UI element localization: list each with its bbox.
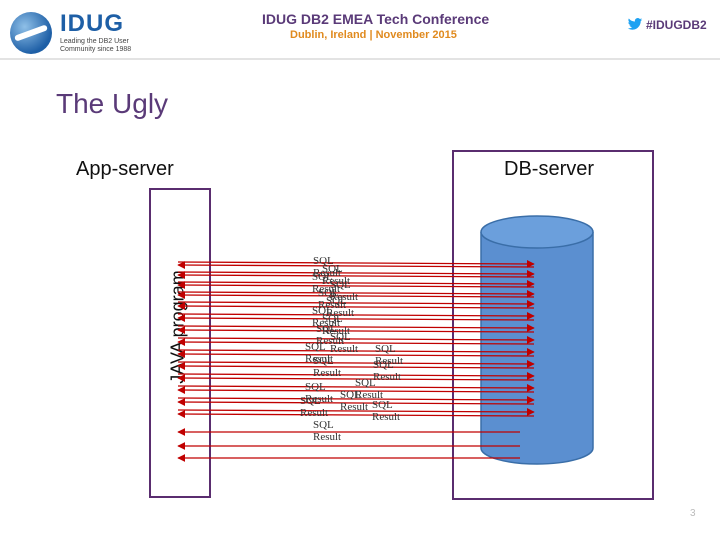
result-response-arrow: [177, 338, 535, 346]
result-label: Result: [313, 431, 341, 443]
result-response-arrow: [177, 291, 535, 299]
result-response-arrow: [177, 410, 535, 418]
result-label: Result: [326, 307, 354, 319]
sql-request-arrow: [177, 290, 535, 298]
app-server-label: App-server: [76, 158, 174, 180]
twitter-bird-icon: [627, 18, 643, 30]
logo-tagline-line-2: Community since 1988: [60, 46, 132, 53]
sql-request-arrow: [177, 360, 535, 368]
sql-request-arrow: [177, 270, 535, 278]
sql-label: SQL: [330, 331, 351, 343]
sql-request-arrow: [177, 372, 535, 380]
result-label: Result: [322, 325, 350, 337]
message-labels: SQLResultSQLResultSQLResultSQLResultSQLR…: [300, 255, 403, 443]
result-label: Result: [322, 275, 350, 287]
sql-label: SQL: [305, 381, 326, 393]
result-response-arrow: [177, 362, 535, 370]
conference-header: IDUG Leading the DB2 User Community sinc…: [0, 0, 720, 60]
idug-logo: IDUG Leading the DB2 User Community sinc…: [10, 10, 160, 54]
conference-title: IDUG DB2 EMEA Tech Conference: [262, 11, 490, 27]
result-label: Result: [312, 283, 340, 295]
result-label: Result: [330, 291, 358, 303]
result-label: Result: [312, 317, 340, 329]
sql-label: SQL: [322, 263, 343, 275]
logo-tagline: Leading the DB2 User Community since 198…: [60, 38, 170, 54]
result-label: Result: [340, 401, 368, 413]
result-label: Result: [313, 267, 341, 279]
database-body: [480, 232, 594, 465]
sql-label: SQL: [326, 295, 347, 307]
result-response-arrow: [177, 302, 535, 310]
result-label: Result: [330, 343, 358, 355]
result-label: Result: [355, 389, 383, 401]
sql-label: SQL: [373, 359, 394, 371]
sql-label: SQL: [318, 287, 339, 299]
sql-label: SQL: [372, 399, 393, 411]
sql-label: SQL: [312, 271, 333, 283]
result-response-arrow: [177, 374, 535, 382]
conference-location: Dublin, Ireland | November 2015: [290, 29, 457, 41]
result-response-arrow: [177, 261, 535, 269]
slide-title: The Ugly: [56, 88, 169, 119]
twitter-hashtag: #IDUGDB2: [627, 18, 707, 32]
sql-label: SQL: [313, 419, 334, 431]
sql-request-arrow: [177, 312, 535, 320]
sql-label: SQL: [322, 313, 343, 325]
sql-request-arrow: [177, 336, 535, 344]
page-number: 3: [690, 508, 696, 519]
result-label: Result: [305, 393, 333, 405]
result-label: Result: [305, 353, 333, 365]
sql-request-arrow: [177, 324, 535, 332]
result-label: Result: [375, 355, 403, 367]
sql-label: SQL: [300, 395, 321, 407]
result-response-arrow: [177, 271, 535, 279]
sql-label: SQL: [313, 355, 334, 367]
database-top: [480, 215, 594, 249]
sql-label: SQL: [355, 377, 376, 389]
logo-name: IDUG: [60, 10, 124, 37]
sql-arrows: [177, 260, 535, 462]
java-program-box: [149, 188, 211, 498]
result-response-arrow: [177, 350, 535, 358]
result-label: Result: [373, 371, 401, 383]
sql-label: SQL: [312, 305, 333, 317]
sql-request-arrow: [177, 300, 535, 308]
result-response-arrow: [177, 326, 535, 334]
sql-label: SQL: [316, 323, 337, 335]
database-cylinder: [480, 215, 594, 465]
result-response-arrow: [177, 281, 535, 289]
sql-request-arrow: [177, 408, 535, 416]
sql-request-arrow: [177, 348, 535, 356]
header-divider: [0, 58, 720, 60]
globe-icon: [10, 12, 52, 54]
result-response-arrow: [177, 386, 535, 394]
db-server-label: DB-server: [504, 158, 595, 180]
sql-request-arrow: [177, 280, 535, 288]
logo-tagline-line-1: Leading the DB2 User: [60, 38, 129, 45]
sql-request-arrow: [177, 384, 535, 392]
sql-label: SQL: [313, 255, 334, 267]
sql-label: SQL: [330, 279, 351, 291]
sql-label: SQL: [340, 389, 361, 401]
result-label: Result: [300, 407, 328, 419]
sql-label: SQL: [305, 341, 326, 353]
result-response-arrow: [177, 314, 535, 322]
hashtag-text: #IDUGDB2: [646, 18, 707, 32]
db-server-box: [452, 150, 654, 500]
result-label: Result: [372, 411, 400, 423]
result-label: Result: [316, 335, 344, 347]
sql-request-arrow: [177, 260, 535, 268]
result-label: Result: [313, 367, 341, 379]
result-response-arrow: [177, 398, 535, 406]
sql-request-arrow: [177, 396, 535, 404]
sql-label: SQL: [375, 343, 396, 355]
result-label: Result: [318, 299, 346, 311]
